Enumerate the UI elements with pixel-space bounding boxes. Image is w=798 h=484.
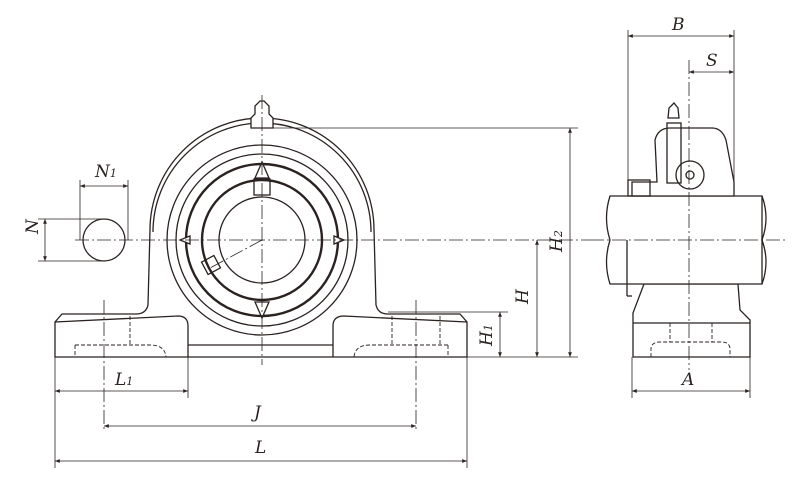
label-h: H [513, 288, 533, 305]
housing-outline [54, 117, 468, 358]
side-bolt-circle [675, 160, 705, 190]
label-h2: H2 [547, 230, 567, 253]
dimensions-side: B S A [627, 15, 751, 398]
side-view [590, 60, 785, 370]
set-screw-axis [209, 239, 263, 269]
side-hidden-bolt [650, 323, 731, 357]
label-j: J [251, 403, 262, 423]
label-b: B [671, 15, 685, 35]
side-housing-body [632, 283, 751, 358]
front-view [54, 95, 590, 430]
alignment-marks [178, 160, 346, 320]
label-h1: H1 [477, 324, 497, 347]
side-housing-top [631, 127, 735, 197]
dimensions-front: N1 N H2 H H1 L1 J L [23, 127, 578, 468]
grease-nipple-side [667, 102, 680, 119]
left-foot [54, 315, 189, 357]
set-screw-side [200, 254, 222, 276]
label-l: L [254, 438, 266, 458]
set-screw-collar [627, 179, 651, 197]
grease-nipple [250, 100, 274, 129]
hidden-right-bolt [353, 344, 449, 358]
label-n: N [23, 218, 43, 235]
label-a: A [680, 370, 694, 390]
grease-fitting-side [666, 122, 682, 184]
label-l1: L1 [114, 370, 133, 390]
label-s: S [706, 51, 718, 71]
hidden-left-bolt [74, 344, 167, 358]
label-n1: N1 [94, 162, 117, 182]
right-foot [332, 315, 468, 357]
